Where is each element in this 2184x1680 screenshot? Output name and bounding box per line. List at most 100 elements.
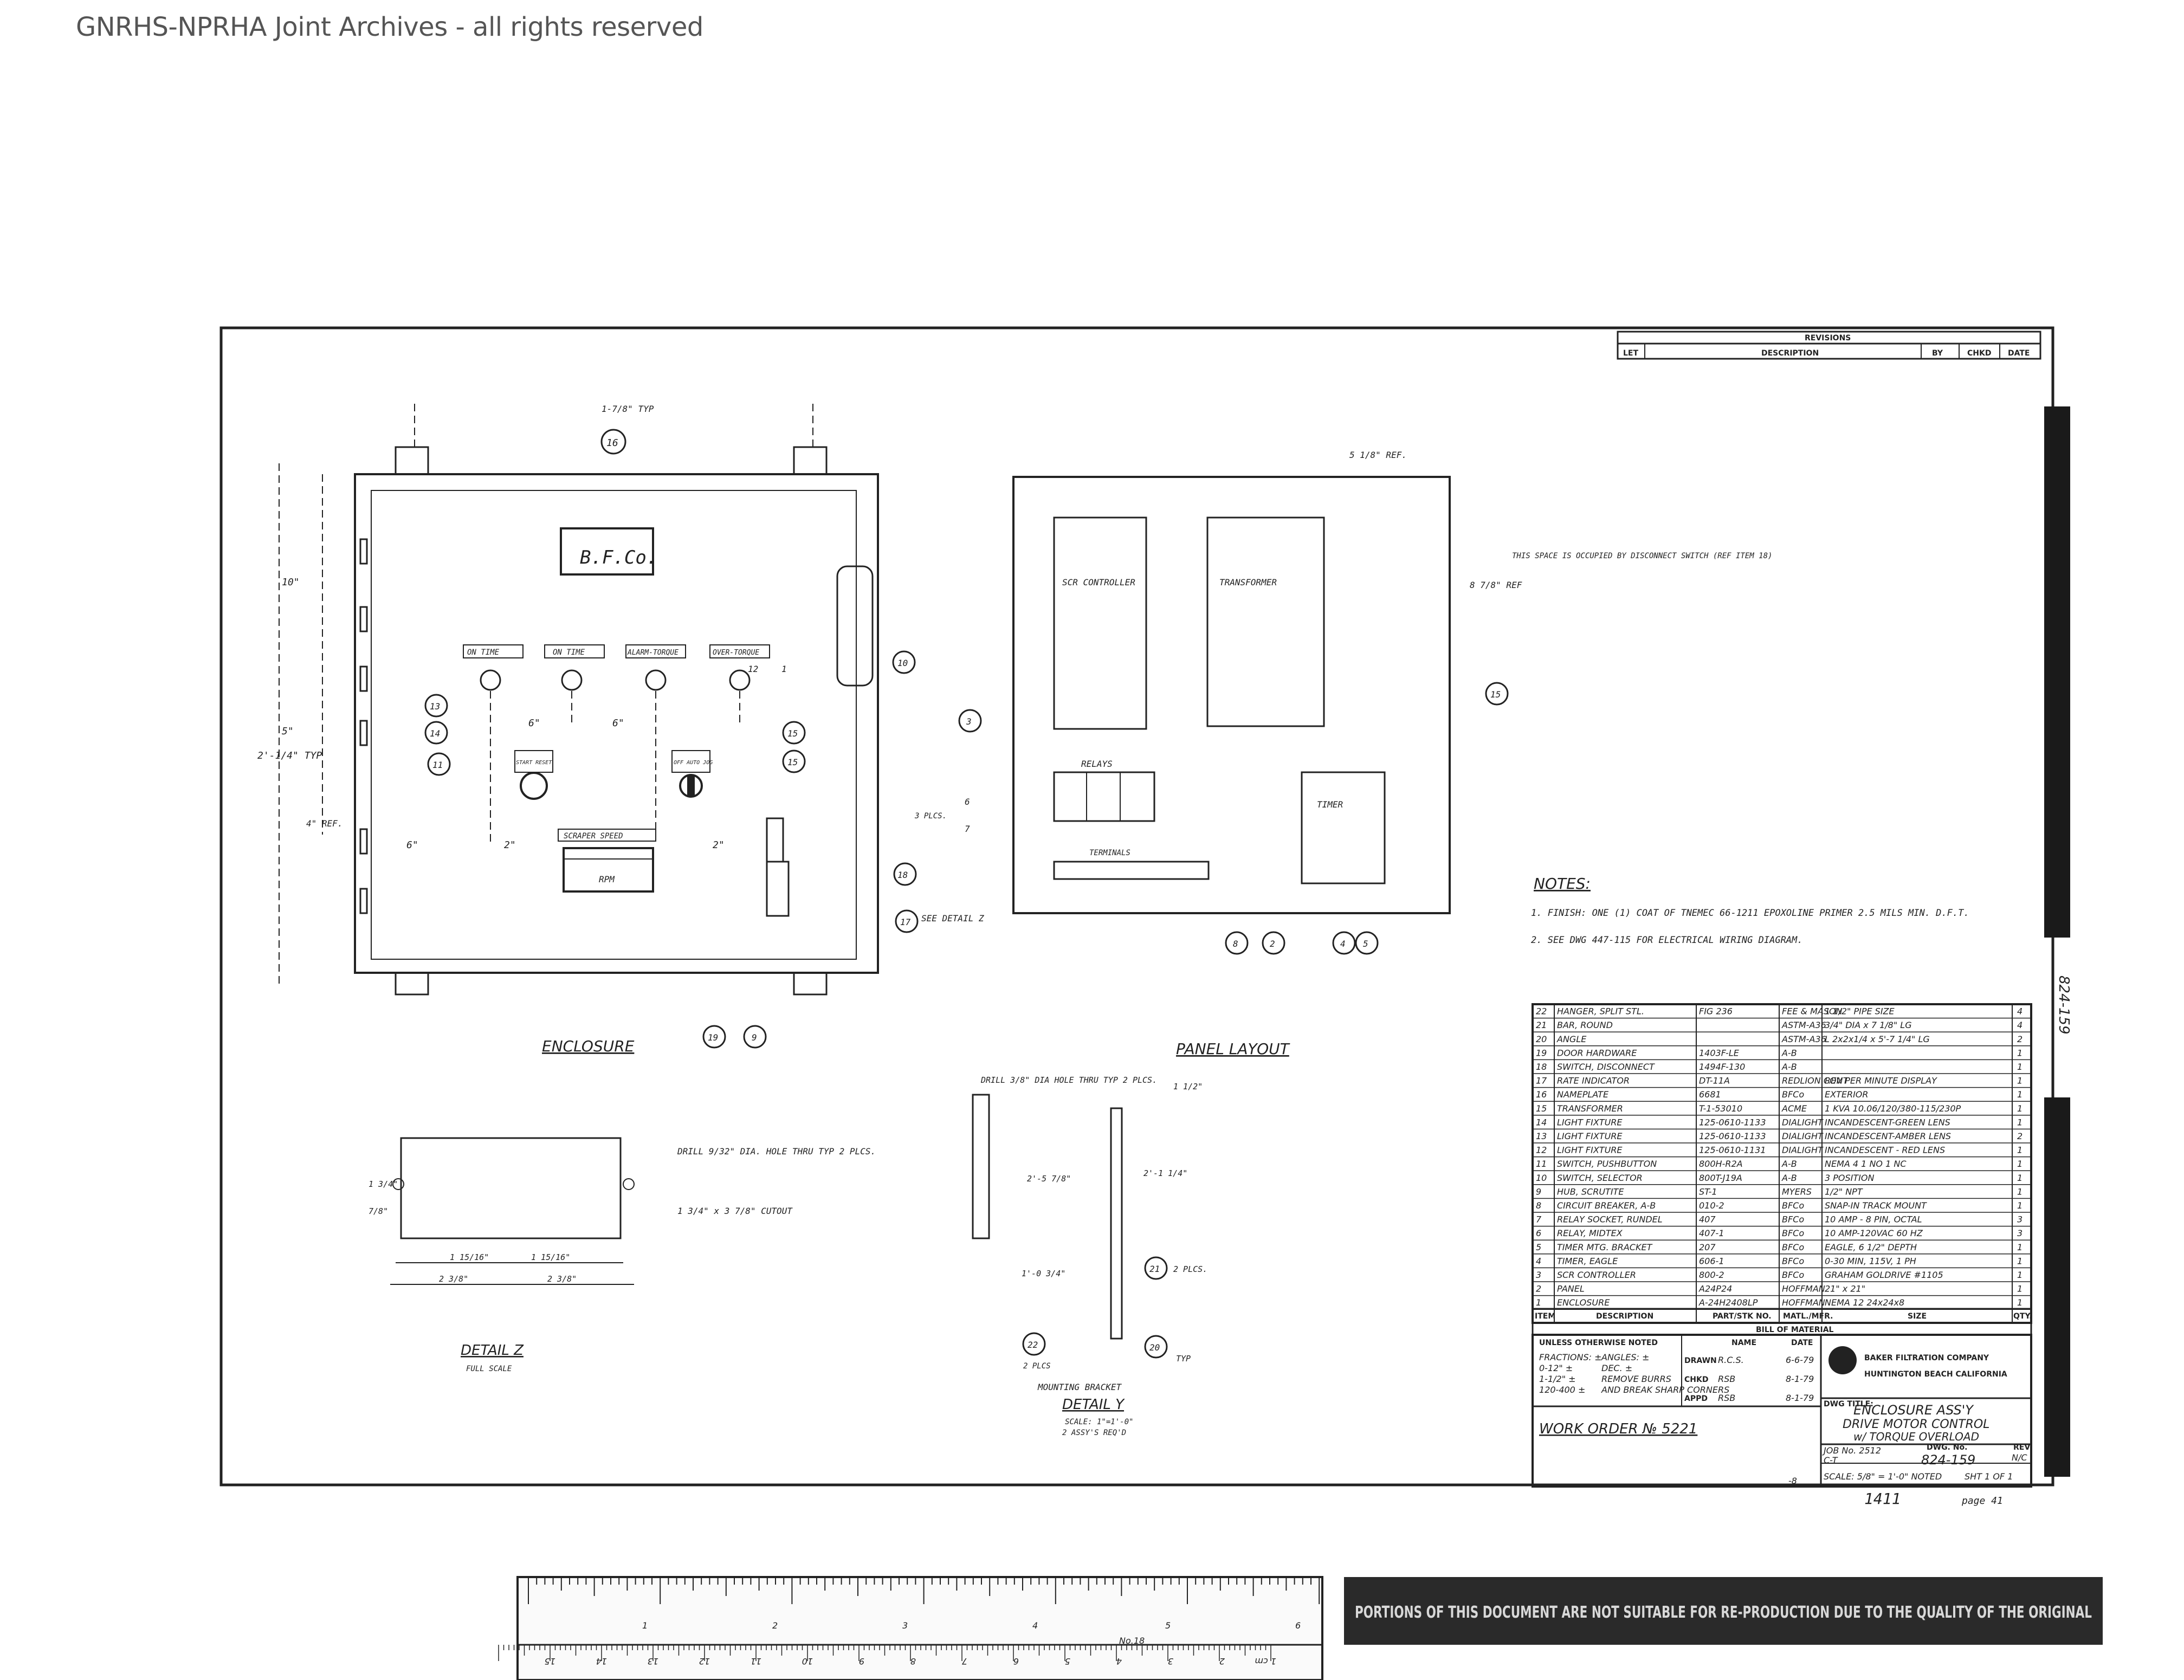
ruler-num-4: 4 <box>1032 1620 1038 1631</box>
bom-cell: 10 AMP-120VAC 60 HZ <box>1825 1228 1923 1238</box>
dim-4ref: 4" REF. <box>306 818 343 829</box>
page-number: page 41 <box>1961 1495 2003 1507</box>
bom-cell: 20 <box>1536 1034 1547 1044</box>
binding-strip-top <box>2044 406 2070 938</box>
tol-0: FRACTIONS: ± <box>1539 1352 1602 1362</box>
balloon-18: 18 <box>897 870 908 880</box>
balloon-15b: 15 <box>787 757 798 767</box>
detail-z: DRILL 9/32" DIA. HOLE THRU TYP 2 PLCS. 1… <box>369 1137 876 1373</box>
bom-cell: RELAY SOCKET, RUNDEL <box>1557 1214 1663 1225</box>
dwg-title-1: ENCLOSURE ASS'Y <box>1853 1403 1974 1418</box>
bom-cell: ASTM-A36 <box>1781 1034 1826 1044</box>
bom-cell: HOFFMAN <box>1782 1297 1825 1308</box>
balloon-3: 3 <box>966 716 972 727</box>
bom-cell: 125-0610-1133 <box>1699 1131 1766 1141</box>
company-logo <box>1828 1346 1857 1374</box>
detail-z-title: DETAIL Z <box>461 1342 524 1359</box>
bom-cell: 1 <box>2017 1256 2023 1266</box>
bom-cell: T-1-53010 <box>1699 1103 1742 1114</box>
dz-dim-5: 2 3/8" <box>439 1274 468 1284</box>
scale: SCALE: 5/8" = 1'-0" NOTED <box>1824 1471 1942 1482</box>
company-name: BAKER FILTRATION COMPANY <box>1864 1354 1989 1362</box>
company-location: HUNTINGTON BEACH CALIFORNIA <box>1864 1370 2007 1379</box>
ruler-cm-number: 8 <box>910 1656 916 1666</box>
bom-cell: 1 <box>2017 1048 2023 1058</box>
bom-cell: CIRCUIT BREAKER, A-B <box>1557 1200 1656 1211</box>
appd-name: RSB <box>1718 1393 1735 1403</box>
bom-cell: 800T-J19A <box>1699 1173 1742 1183</box>
dz-dim-4: 1 15/16" <box>531 1252 570 1262</box>
ruler-num-3: 3 <box>902 1620 908 1631</box>
bom-cell: HANGER, SPLIT STL. <box>1557 1006 1644 1017</box>
enclosure-view: B.F.Co. ON TIME ON TIME ALARM-TORQUE OVE… <box>257 404 917 1055</box>
enclosure-outline <box>354 473 879 974</box>
dz-note2: 1 3/4" x 3 7/8" CUTOUT <box>677 1206 793 1216</box>
tol-5: REMOVE BURRS <box>1601 1374 1671 1384</box>
transformer <box>1206 516 1325 727</box>
bom-cell: FIG 236 <box>1699 1006 1733 1017</box>
bom-cell: BFCo <box>1782 1270 1804 1280</box>
bom-h-matl: MATL./MFR. <box>1783 1312 1833 1321</box>
bom-cell: MYERS <box>1782 1186 1812 1197</box>
balloon-1: 1 <box>781 664 787 674</box>
balloon-15a: 15 <box>787 728 798 739</box>
light-label-2: ON TIME <box>553 648 585 657</box>
bom-cell: DT-11A <box>1699 1076 1730 1086</box>
bom-h-desc: DESCRIPTION <box>1596 1312 1653 1321</box>
dim-6b: 6" <box>612 718 624 729</box>
relays <box>1053 771 1155 822</box>
drawn-label: DRAWN <box>1684 1356 1717 1365</box>
dwg-no-label: DWG. No. <box>1927 1443 1967 1452</box>
revisions-title: REVISIONS <box>1805 334 1851 343</box>
drawn-date: 6-6-79 <box>1786 1355 1814 1365</box>
bom-cell: 1494F-130 <box>1699 1062 1745 1072</box>
quality-stamp-text: PORTIONS OF THIS DOCUMENT ARE NOT SUITAB… <box>1355 1603 2092 1622</box>
tol-2: 0-12" ± <box>1539 1363 1573 1373</box>
job-no: JOB No. 2512 <box>1822 1445 1881 1456</box>
bom-cell: INCANDESCENT - RED LENS <box>1825 1145 1945 1155</box>
tol-4: 1-1/2" ± <box>1539 1374 1576 1384</box>
scr-controller <box>1053 516 1147 730</box>
bom-cell: BFCo <box>1782 1089 1804 1100</box>
handwritten-number: 1411 <box>1864 1490 1901 1508</box>
ruler-cm-number: 12 <box>699 1656 710 1666</box>
dim-2a: 2" <box>504 839 516 851</box>
bom-cell: EXTERIOR <box>1825 1089 1869 1100</box>
bom-cell: 1/2" NPT <box>1825 1186 1863 1197</box>
bom-cell: 1403F-LE <box>1699 1048 1740 1058</box>
dim-6c: 6" <box>406 839 418 851</box>
bom-cell: 5 <box>1536 1242 1541 1252</box>
scraper-label: SCRAPER SPEED <box>564 832 623 841</box>
bom-cell: ST-1 <box>1699 1186 1717 1197</box>
light-label-3: ALARM-TORQUE <box>627 649 679 657</box>
bom-cell: TRANSFORMER <box>1557 1103 1623 1114</box>
balloon-21: 21 <box>1149 1264 1160 1274</box>
dz-dim-3: 1 15/16" <box>450 1252 489 1262</box>
balloon-8: 8 <box>1233 939 1238 949</box>
rev-col-date: DATE <box>2008 349 2030 358</box>
bom-cell: A-B <box>1781 1062 1797 1072</box>
ruler-cm-number: 6 <box>1013 1656 1019 1666</box>
dim-10: 10" <box>282 577 300 588</box>
bom-cell: TIMER MTG. BRACKET <box>1557 1242 1653 1252</box>
dim-2b: 2" <box>713 839 725 851</box>
light-label-4: OVER-TORQUE <box>713 649 759 657</box>
bom-cell: 11 <box>1536 1159 1547 1169</box>
ruler-cm-number: 10 <box>802 1656 813 1666</box>
bom-cell: BFCo <box>1782 1256 1804 1266</box>
bom-cell: GRAHAM GOLDRIVE #1105 <box>1825 1270 1943 1280</box>
bom-cell: A-24H2408LP <box>1698 1297 1758 1308</box>
balloon-11: 11 <box>432 760 443 770</box>
bom-cell: SCR CONTROLLER <box>1557 1270 1636 1280</box>
sign-col-date: DATE <box>1791 1339 1813 1347</box>
dim-8ref: 8 7/8" REF <box>1470 580 1522 590</box>
bom-cell: 6 <box>1536 1228 1541 1238</box>
bom-cell: 12 <box>1536 1145 1547 1155</box>
ruler-cm-number: 3 <box>1168 1656 1173 1666</box>
terminals-label: TERMINALS <box>1089 849 1130 857</box>
dy-dim-3: 2'-1 1/4" <box>1143 1168 1187 1178</box>
bom-cell: TIMER, EAGLE <box>1557 1256 1618 1266</box>
bom-cell: 4 <box>1536 1256 1541 1266</box>
bom-cell: 1 1/2" PIPE SIZE <box>1825 1006 1895 1017</box>
